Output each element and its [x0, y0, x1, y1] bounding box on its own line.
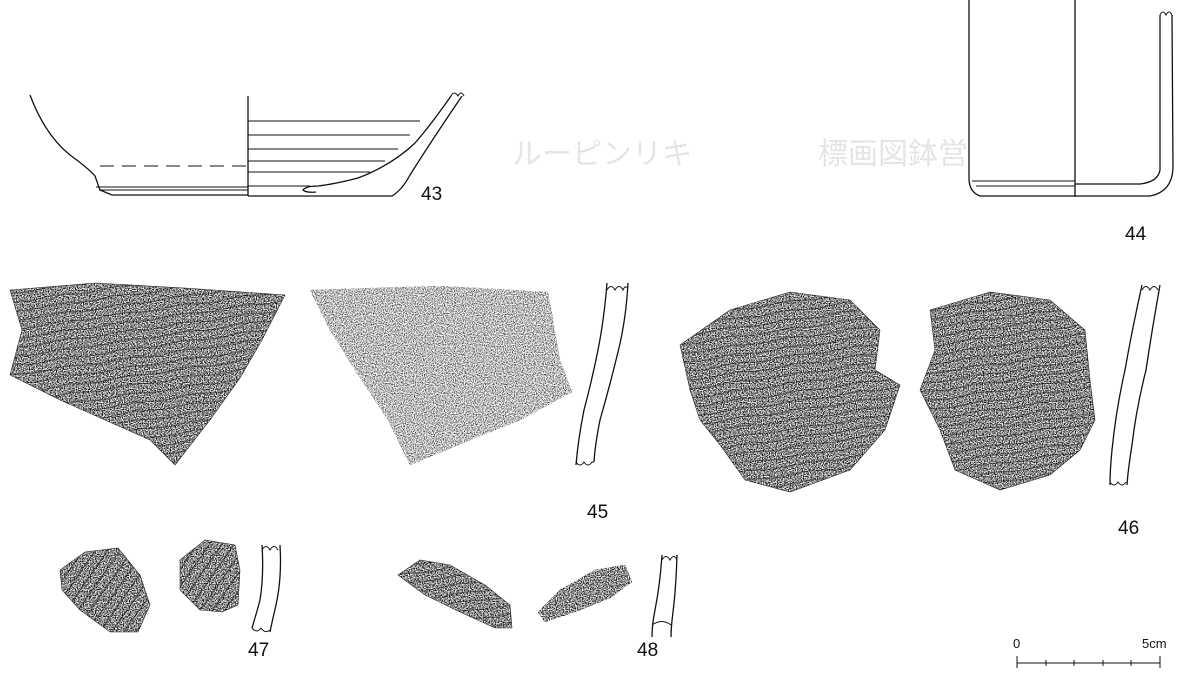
figure-45-label: 45	[587, 502, 608, 523]
scale-end-label: 5cm	[1142, 636, 1167, 651]
stamp-right-text: 標画図鉢営	[818, 137, 968, 172]
stamp-left-text: ルーピンリキ	[512, 137, 692, 172]
figure-48-rubbing-interior	[537, 564, 633, 623]
figure-43-bowl-profile: 43	[29, 92, 465, 205]
scale-bar: 0 5cm	[1013, 636, 1167, 668]
figure-43-label: 43	[421, 184, 442, 205]
figure-47-sherd: 47	[59, 539, 282, 661]
stamp-impression: ルーピンリキ 標画図鉢営	[512, 137, 968, 172]
figure-48-label: 48	[637, 640, 658, 661]
figure-45-rubbing-interior	[309, 285, 573, 466]
figure-44-cylinder-profile: 44	[968, 0, 1174, 245]
figure-46-sherd: 46	[679, 284, 1161, 539]
figure-44-label: 44	[1125, 224, 1147, 245]
figure-45-sherd: 45	[9, 282, 629, 523]
figure-47-label: 47	[248, 640, 269, 661]
figure-46-label: 46	[1118, 518, 1139, 539]
scale-start-label: 0	[1013, 636, 1020, 651]
figure-48-sherd: 48	[397, 554, 678, 661]
